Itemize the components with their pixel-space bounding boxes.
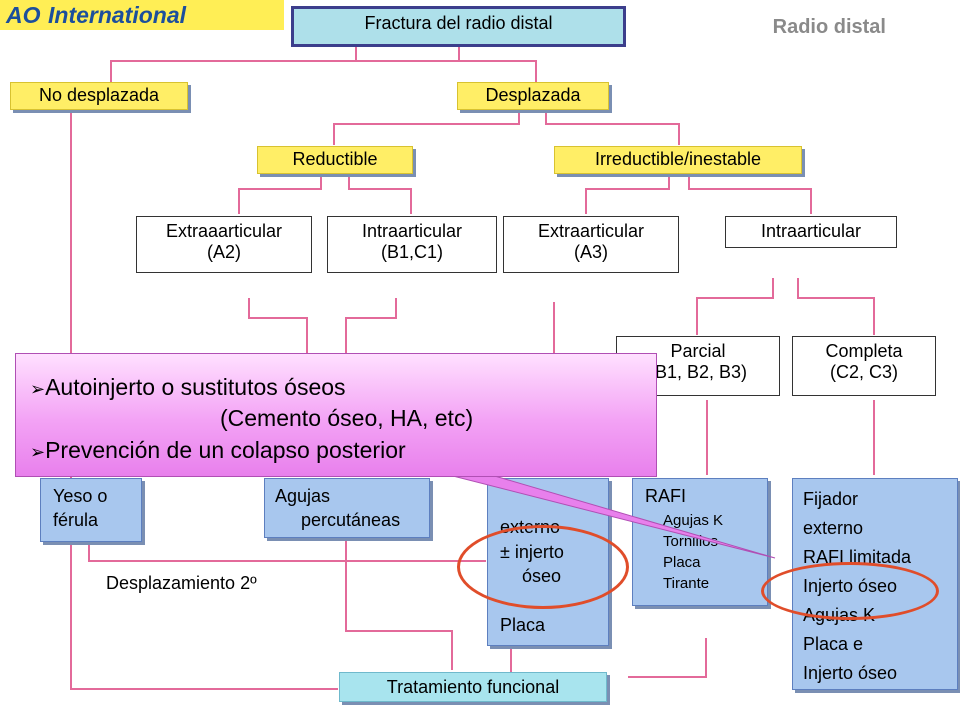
agujas-line2: percutáneas xyxy=(301,510,401,530)
desplazada-box: Desplazada xyxy=(457,82,609,110)
popup-row-1: ➢Autoinjerto o sustitutos óseos xyxy=(30,374,346,401)
popup-row-3: ➢Prevención de un colapso posterior xyxy=(30,437,406,464)
tratamiento-funcional-label: Tratamiento funcional xyxy=(386,677,560,697)
fijador-right-line6: Placa e xyxy=(803,634,864,654)
irreductible-label: Irreductible/inestable xyxy=(594,149,762,169)
reductible-box: Reductible xyxy=(257,146,413,174)
desplazada-label: Desplazada xyxy=(485,85,581,105)
fijador-mid-line4: Placa xyxy=(500,615,546,635)
yeso-ferula-box: Yeso o férula xyxy=(40,478,142,542)
intraarticular-box: Intraarticular xyxy=(725,216,897,248)
rafi-line5: Tirante xyxy=(663,575,710,592)
title-text: Fractura del radio distal xyxy=(364,13,553,33)
highlight-ellipse-right xyxy=(761,562,939,620)
bullet-arrow-icon: ➢ xyxy=(30,442,46,462)
extraarticular-a3-line2: (A3) xyxy=(573,242,608,262)
callout-popup: ➢Autoinjerto o sustitutos óseos (Cemento… xyxy=(15,353,657,477)
diagram-title: Fractura del radio distal xyxy=(291,6,626,47)
reductible-label: Reductible xyxy=(292,149,378,169)
completa-box: Completa (C2, C3) xyxy=(792,336,936,396)
rafi-line2: Agujas K xyxy=(663,512,724,529)
popup-line2: (Cemento óseo, HA, etc) xyxy=(220,405,474,431)
popup-line3: Prevención de un colapso posterior xyxy=(45,437,406,463)
parcial-line1: Parcial xyxy=(670,341,726,361)
intraarticular-b1c1-box: Intraarticular (B1,C1) xyxy=(327,216,497,273)
rafi-line4: Placa xyxy=(663,554,701,571)
agujas-line1: Agujas xyxy=(275,486,331,506)
fijador-right-line1: Fijador xyxy=(803,489,859,509)
logo-international: International xyxy=(48,2,187,28)
intraarticular-line1: Intraarticular xyxy=(760,221,862,241)
irreductible-box: Irreductible/inestable xyxy=(554,146,802,174)
completa-line1: Completa xyxy=(825,341,903,361)
no-desplazada-label: No desplazada xyxy=(38,85,160,105)
agujas-percutaneas-box: Agujas percutáneas xyxy=(264,478,430,538)
slide-corner-label: Radio distal xyxy=(772,16,886,38)
bullet-arrow-icon: ➢ xyxy=(30,379,46,399)
desplazamiento-label: Desplazamiento 2º xyxy=(106,573,257,593)
extraaarticular-a2-line2: (A2) xyxy=(206,242,241,262)
extraaarticular-a2-box: Extraaarticular (A2) xyxy=(136,216,312,273)
extraarticular-a3-box: Extraarticular (A3) xyxy=(503,216,679,273)
parcial-line2: (B1, B2, B3) xyxy=(648,362,748,382)
intraarticular-b1c1-line1: Intraarticular xyxy=(361,221,463,241)
rafi-box: RAFI Agujas K Tornillos Placa Tirante xyxy=(632,478,768,606)
yeso-line1: Yeso o xyxy=(53,486,108,506)
popup-line1: Autoinjerto o sustitutos óseos xyxy=(45,374,346,400)
fijador-right-line2: externo xyxy=(803,518,864,538)
rafi-line1: RAFI xyxy=(645,486,687,506)
extraaarticular-a2-line1: Extraaarticular xyxy=(165,221,283,241)
no-desplazada-box: No desplazada xyxy=(10,82,188,110)
completa-line2: (C2, C3) xyxy=(829,362,898,382)
tratamiento-funcional-box: Tratamiento funcional xyxy=(339,672,607,702)
ao-logo: AO International xyxy=(0,0,284,30)
intraarticular-b1c1-line2: (B1,C1) xyxy=(380,242,443,262)
fijador-right-line7: Injerto óseo xyxy=(803,663,898,683)
extraarticular-a3-line1: Extraarticular xyxy=(537,221,645,241)
logo-ao: AO xyxy=(6,2,41,28)
highlight-ellipse-mid xyxy=(457,525,629,609)
yeso-line2: férula xyxy=(53,510,99,530)
